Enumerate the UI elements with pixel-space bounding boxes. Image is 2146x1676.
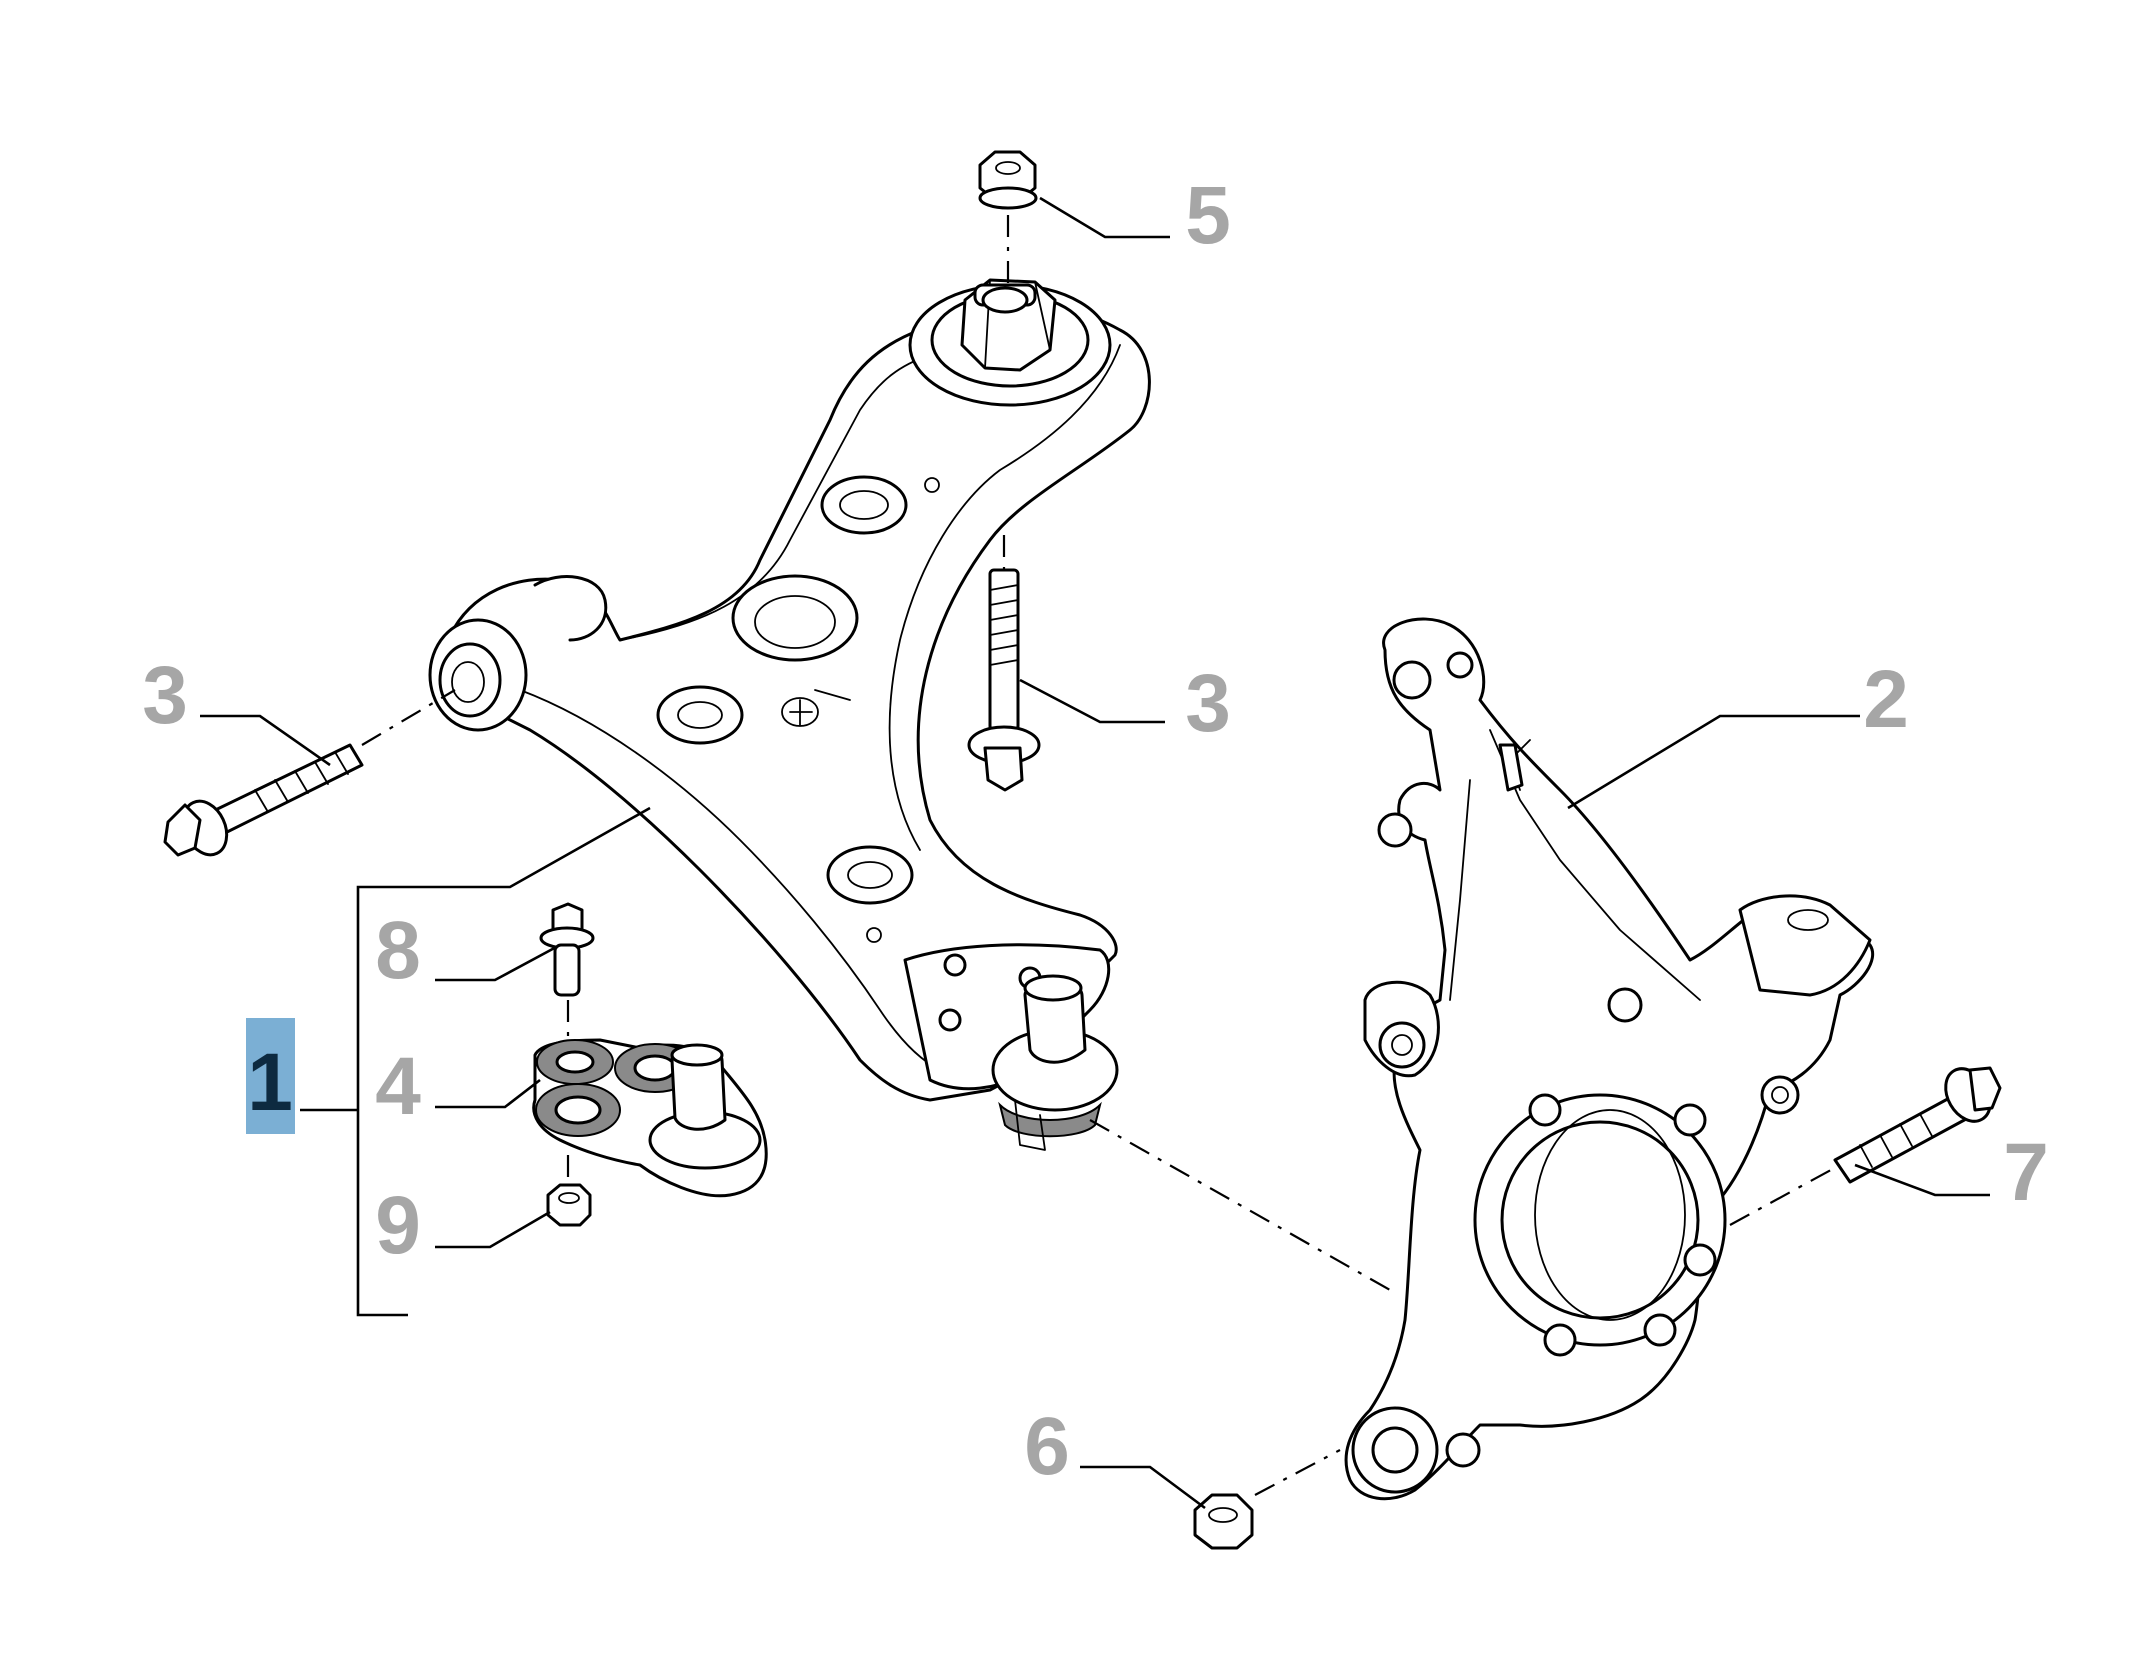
bolt-part-7 bbox=[1833, 1066, 2002, 1184]
steering-knuckle bbox=[1344, 617, 1875, 1501]
lower-control-arm bbox=[428, 278, 1151, 1151]
ball-joint-part-4 bbox=[532, 1038, 768, 1198]
bolt-part-8 bbox=[539, 902, 595, 997]
bolt-part-3-diagonal bbox=[163, 743, 364, 857]
nut-part-9 bbox=[546, 1183, 592, 1227]
assembly-axis-lines bbox=[361, 215, 1841, 1496]
callout-1-highlight bbox=[246, 1018, 295, 1134]
callout-labels: 1 2 3 3 4 5 6 7 8 9 bbox=[142, 170, 2049, 1492]
nut-part-5 bbox=[978, 150, 1038, 210]
callout-9: 9 bbox=[375, 1180, 421, 1271]
callout-5: 5 bbox=[1185, 170, 1231, 261]
callout-3-left: 3 bbox=[142, 650, 188, 741]
bolt-part-3-vertical bbox=[967, 568, 1041, 792]
callout-4: 4 bbox=[375, 1041, 421, 1132]
leader-lines bbox=[200, 196, 1990, 1510]
callout-6: 6 bbox=[1024, 1401, 1070, 1492]
callout-8: 8 bbox=[375, 905, 421, 996]
callout-2: 2 bbox=[1863, 654, 1909, 745]
callout-3-right: 3 bbox=[1185, 658, 1231, 749]
callout-1: 1 bbox=[247, 1037, 293, 1128]
nut-part-6 bbox=[1193, 1493, 1254, 1550]
callout-7: 7 bbox=[2003, 1127, 2049, 1218]
